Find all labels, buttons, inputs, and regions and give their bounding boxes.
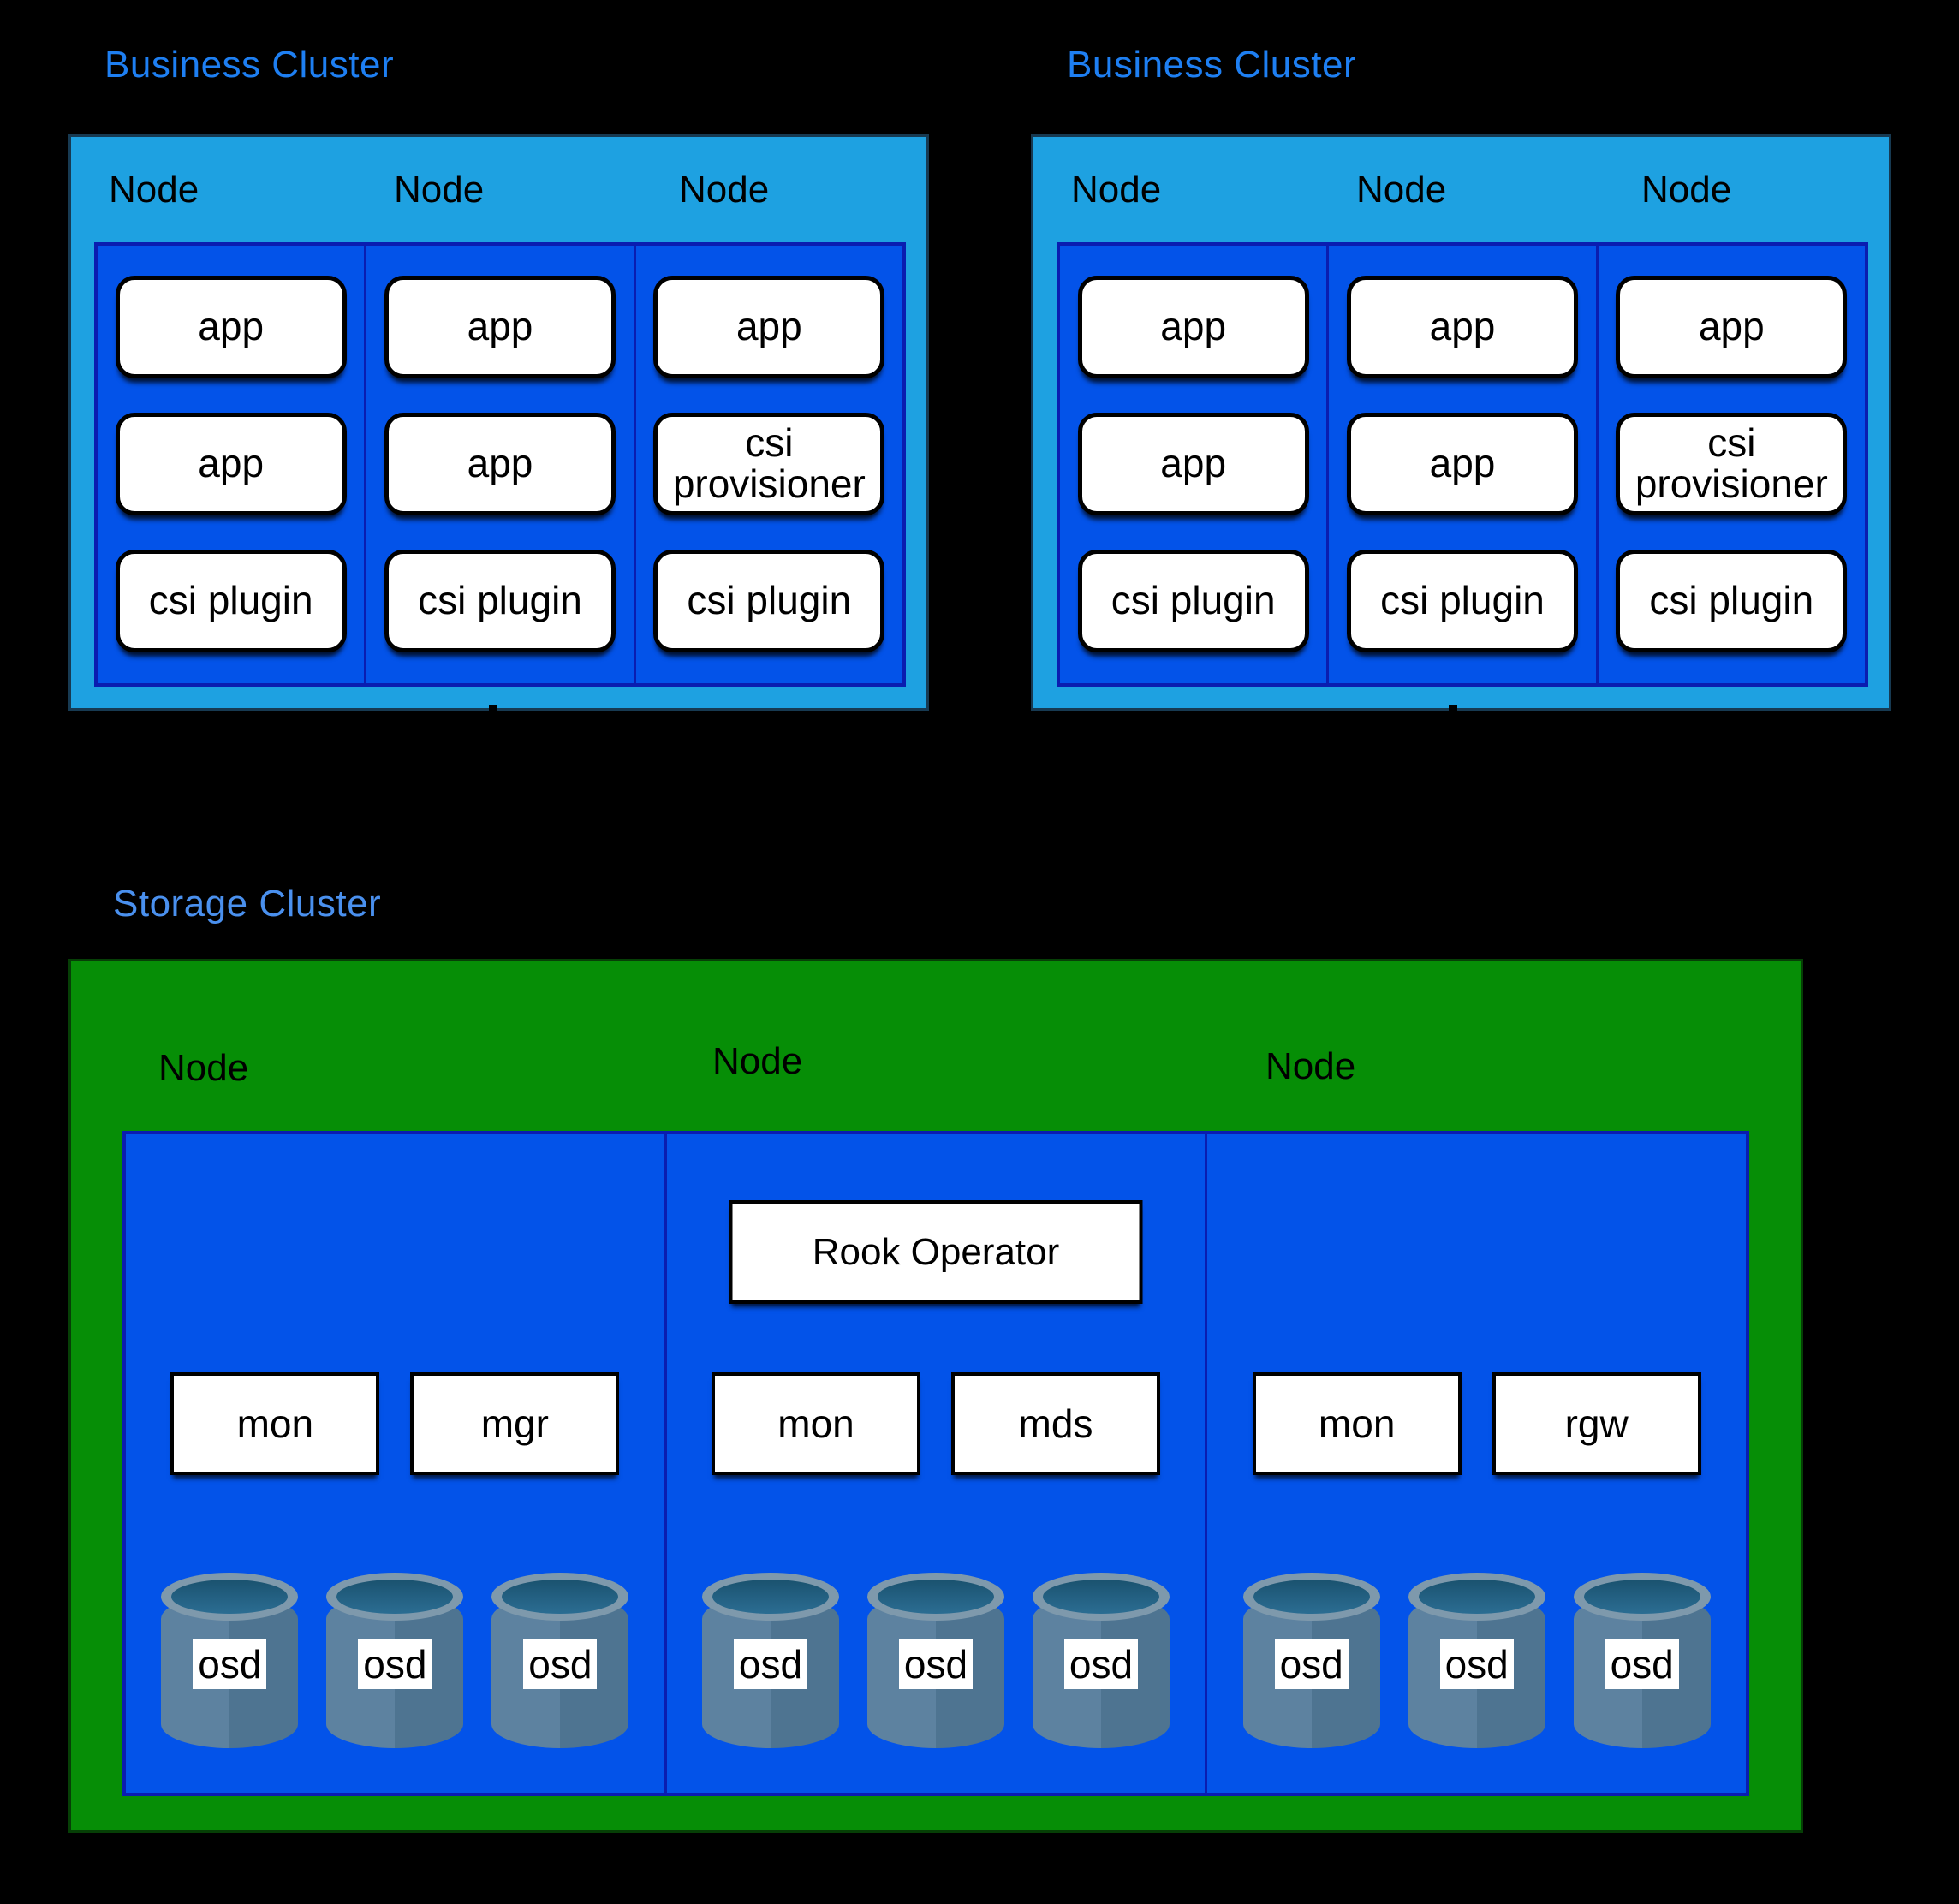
app-pod: app bbox=[115, 276, 347, 378]
cylinder-opening bbox=[1043, 1580, 1159, 1614]
node-label: Node bbox=[1071, 168, 1162, 211]
node-label: Node bbox=[679, 168, 770, 211]
csi-plugin-pod: csi plugin bbox=[384, 550, 616, 652]
cylinder-opening bbox=[712, 1580, 829, 1614]
storage-cluster-title: Storage Cluster bbox=[113, 883, 382, 925]
osd-label: osd bbox=[734, 1639, 807, 1689]
app-pod: app bbox=[384, 413, 616, 515]
node-column: app app csi plugin bbox=[1329, 246, 1599, 683]
osd-label: osd bbox=[1439, 1639, 1514, 1689]
cylinder-opening bbox=[502, 1580, 619, 1614]
business-cluster-2-title: Business Cluster bbox=[1067, 44, 1357, 86]
node-column: app app csi plugin bbox=[98, 246, 367, 683]
node-column: app app csi plugin bbox=[1060, 246, 1330, 683]
daemon-row: mon mgr bbox=[126, 1372, 664, 1475]
daemon-row: mon mds bbox=[667, 1372, 1206, 1475]
osd-cylinder: osd bbox=[702, 1573, 839, 1748]
cylinder-opening bbox=[336, 1580, 454, 1614]
business-cluster-1-title: Business Cluster bbox=[104, 44, 395, 86]
csi-plugin-pod: csi plugin bbox=[653, 550, 885, 652]
mon-daemon: mon bbox=[1252, 1372, 1462, 1475]
storage-cluster: Node Node Node mon mgr osd bbox=[68, 959, 1803, 1833]
csi-provisioner-pod: csi provisioner bbox=[1616, 413, 1848, 515]
node-label: Node bbox=[712, 1040, 803, 1082]
osd-row: osd osd osd bbox=[667, 1573, 1206, 1748]
osd-label: osd bbox=[1274, 1639, 1349, 1689]
business-cluster-2: Node Node Node app app csi plugin app ap… bbox=[1031, 134, 1891, 711]
osd-row: osd osd osd bbox=[126, 1573, 664, 1748]
connector-tick bbox=[489, 705, 497, 726]
node-column: app app csi plugin bbox=[366, 246, 636, 683]
mgr-daemon: mgr bbox=[410, 1372, 620, 1475]
app-pod: app bbox=[384, 276, 616, 378]
osd-cylinder: osd bbox=[1033, 1573, 1170, 1748]
osd-label: osd bbox=[523, 1639, 598, 1689]
cylinder-opening bbox=[1418, 1580, 1535, 1614]
business-cluster-2-node-band: Node Node Node bbox=[1033, 137, 1889, 242]
csi-plugin-pod: csi plugin bbox=[1616, 550, 1848, 652]
storage-cluster-node-area: mon mgr osd osd bbox=[122, 1131, 1749, 1796]
app-pod: app bbox=[1616, 276, 1848, 378]
storage-node-column-1: mon mgr osd osd bbox=[126, 1134, 667, 1793]
cylinder-opening bbox=[878, 1580, 994, 1614]
osd-label: osd bbox=[193, 1639, 267, 1689]
business-cluster-2-node-area: app app csi plugin app app csi plugin ap… bbox=[1057, 242, 1868, 687]
osd-label: osd bbox=[358, 1639, 432, 1689]
app-pod: app bbox=[1077, 413, 1309, 515]
daemon-row: mon rgw bbox=[1207, 1372, 1746, 1475]
osd-label: osd bbox=[1064, 1639, 1138, 1689]
node-column: app csi provisioner csi plugin bbox=[1599, 246, 1865, 683]
rgw-daemon: rgw bbox=[1492, 1372, 1701, 1475]
csi-plugin-pod: csi plugin bbox=[1077, 550, 1309, 652]
app-pod: app bbox=[115, 413, 347, 515]
storage-node-column-2: Rook Operator mon mds osd bbox=[667, 1134, 1208, 1793]
storage-node-column-3: mon rgw osd osd bbox=[1207, 1134, 1746, 1793]
node-label: Node bbox=[1641, 168, 1732, 211]
connector-tick bbox=[1449, 705, 1457, 726]
cylinder-opening bbox=[1253, 1580, 1370, 1614]
csi-provisioner-pod: csi provisioner bbox=[653, 413, 885, 515]
mon-daemon: mon bbox=[170, 1372, 380, 1475]
csi-plugin-pod: csi plugin bbox=[115, 550, 347, 652]
cylinder-opening bbox=[171, 1580, 289, 1614]
cylinder-opening bbox=[1583, 1580, 1700, 1614]
business-cluster-1-node-area: app app csi plugin app app csi plugin ap… bbox=[94, 242, 906, 687]
connector-tick bbox=[919, 942, 927, 962]
osd-row: osd osd osd bbox=[1207, 1573, 1746, 1748]
app-pod: app bbox=[1077, 276, 1309, 378]
node-column: app csi provisioner csi plugin bbox=[636, 246, 902, 683]
node-label: Node bbox=[158, 1047, 249, 1089]
business-cluster-1-node-band: Node Node Node bbox=[71, 137, 926, 242]
app-pod: app bbox=[653, 276, 885, 378]
osd-cylinder: osd bbox=[161, 1573, 299, 1748]
osd-cylinder: osd bbox=[326, 1573, 464, 1748]
osd-cylinder: osd bbox=[1573, 1573, 1711, 1748]
rook-operator-pod: Rook Operator bbox=[729, 1200, 1143, 1304]
node-label: Node bbox=[394, 168, 485, 211]
app-pod: app bbox=[1346, 276, 1578, 378]
app-pod: app bbox=[1346, 413, 1578, 515]
osd-cylinder: osd bbox=[867, 1573, 1004, 1748]
osd-cylinder: osd bbox=[1242, 1573, 1380, 1748]
osd-cylinder: osd bbox=[491, 1573, 629, 1748]
mds-daemon: mds bbox=[951, 1372, 1160, 1475]
osd-cylinder: osd bbox=[1408, 1573, 1545, 1748]
csi-plugin-pod: csi plugin bbox=[1346, 550, 1578, 652]
mon-daemon: mon bbox=[712, 1372, 920, 1475]
node-label: Node bbox=[1356, 168, 1447, 211]
osd-label: osd bbox=[899, 1639, 973, 1689]
business-cluster-1: Node Node Node app app csi plugin app ap… bbox=[68, 134, 929, 711]
node-label: Node bbox=[1265, 1045, 1356, 1087]
osd-label: osd bbox=[1605, 1639, 1679, 1689]
node-label: Node bbox=[109, 168, 199, 211]
